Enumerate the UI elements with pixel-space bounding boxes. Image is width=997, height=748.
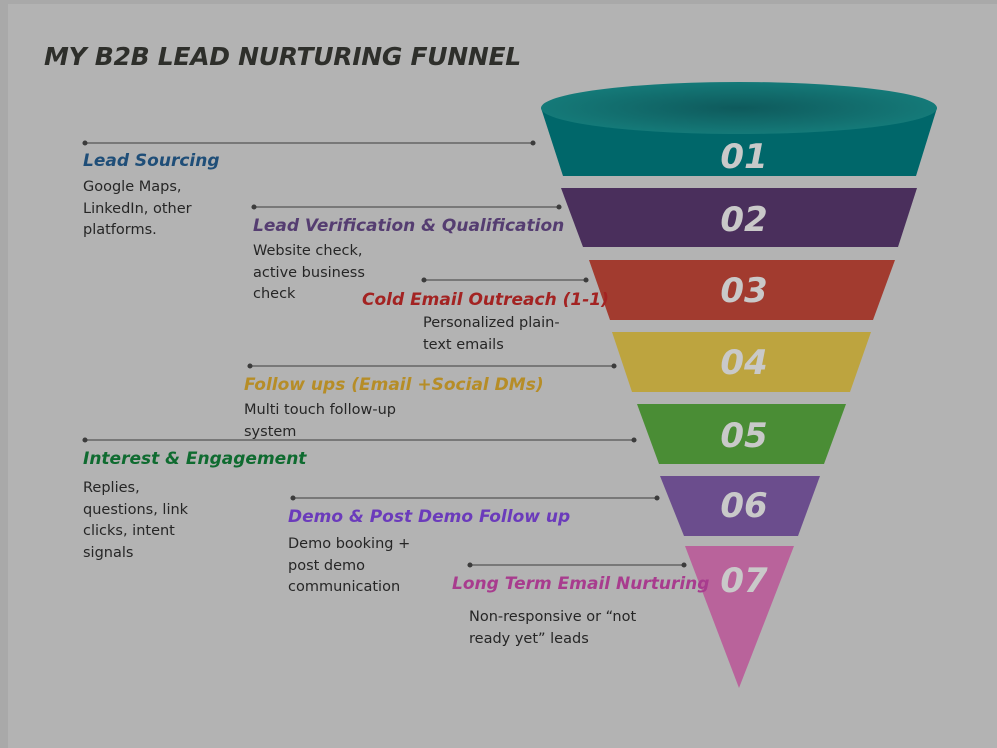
stage-number-06: 06	[720, 486, 767, 526]
stage-description-lead-verification: Website check, active business check	[253, 243, 365, 302]
funnel-segment-07	[685, 546, 794, 688]
stage-label-follow-ups: Follow ups (Email +Social DMs)	[244, 375, 544, 395]
stage-number-04: 04	[720, 343, 767, 383]
funnel-segment-02	[561, 188, 917, 247]
stage-description-interest-engagement: Replies, questions, link clicks, intent …	[83, 480, 189, 561]
stage-label-lead-sourcing: Lead Sourcing	[83, 151, 220, 171]
stage-label-interest-engagement: Interest & Engagement	[83, 449, 307, 469]
stage-label-cold-email-outreach: Cold Email Outreach (1-1)	[362, 290, 609, 310]
stage-label-lead-verification: Lead Verification & Qualification	[253, 216, 565, 236]
stage-label-long-term-nurturing: Long Term Email Nurturing	[452, 574, 710, 594]
stage-description-follow-ups: Multi touch follow-up system	[244, 402, 396, 440]
stage-description-lead-sourcing: Google Maps, LinkedIn, other platforms.	[83, 179, 192, 238]
funnel-segment-05	[637, 404, 846, 464]
page-title: MY B2B LEAD NURTURING FUNNEL	[44, 42, 521, 71]
stage-description-cold-email-outreach: Personalized plain- text emails	[423, 315, 560, 353]
stage-number-01: 01	[720, 137, 767, 177]
funnel-top-rim	[541, 82, 937, 134]
stage-number-05: 05	[720, 416, 767, 456]
stage-label-demo-follow-up: Demo & Post Demo Follow up	[288, 507, 571, 527]
stage-number-03: 03	[720, 271, 767, 311]
stage-number-02: 02	[720, 200, 767, 240]
funnel-segment-03	[589, 260, 895, 320]
funnel-segment-06	[660, 476, 820, 536]
stage-number-07: 07	[720, 561, 768, 601]
funnel-segment-04	[612, 332, 871, 392]
stage-description-demo-follow-up: Demo booking + post demo communication	[288, 536, 411, 595]
stage-description-long-term-nurturing: Non-responsive or “not ready yet” leads	[469, 609, 637, 647]
